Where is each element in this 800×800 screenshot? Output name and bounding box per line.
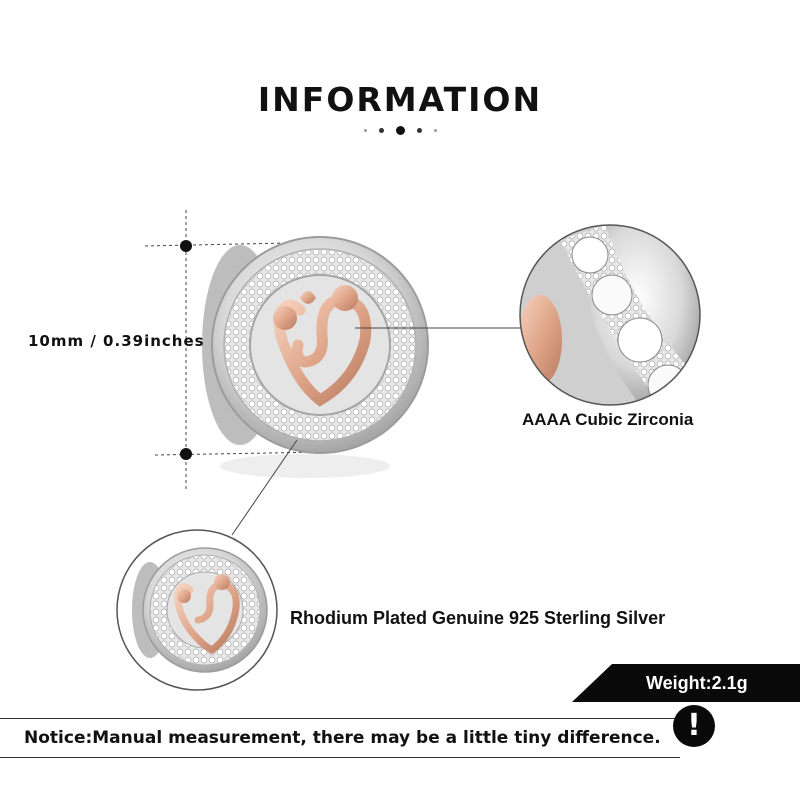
warning-icon: ! <box>673 705 715 747</box>
dot <box>433 129 437 132</box>
dot <box>378 128 384 133</box>
notice-text: Notice:Manual measurement, there may be … <box>24 728 661 748</box>
dimension-bottom-dot <box>180 448 192 460</box>
main-charm-image <box>202 236 429 478</box>
dimension-top-dot <box>180 240 192 252</box>
notice-banner <box>0 718 680 758</box>
weight-label: Weight:2.1g <box>646 673 748 693</box>
small-charm-circle <box>116 529 278 691</box>
silver-label: Rhodium Plated Genuine 925 Sterling Silv… <box>290 608 666 628</box>
title-dots <box>0 126 800 135</box>
dot <box>363 129 367 132</box>
dot <box>395 126 405 135</box>
zoom-circle-zirconia <box>519 224 701 406</box>
dot <box>416 128 422 133</box>
pointer-line-silver <box>231 439 298 536</box>
weight-banner <box>572 664 800 702</box>
dimension-label: 10mm / 0.39inches <box>28 332 205 350</box>
page-title: INFORMATION <box>257 80 543 119</box>
zirconia-label: AAAA Cubic Zirconia <box>522 410 694 429</box>
